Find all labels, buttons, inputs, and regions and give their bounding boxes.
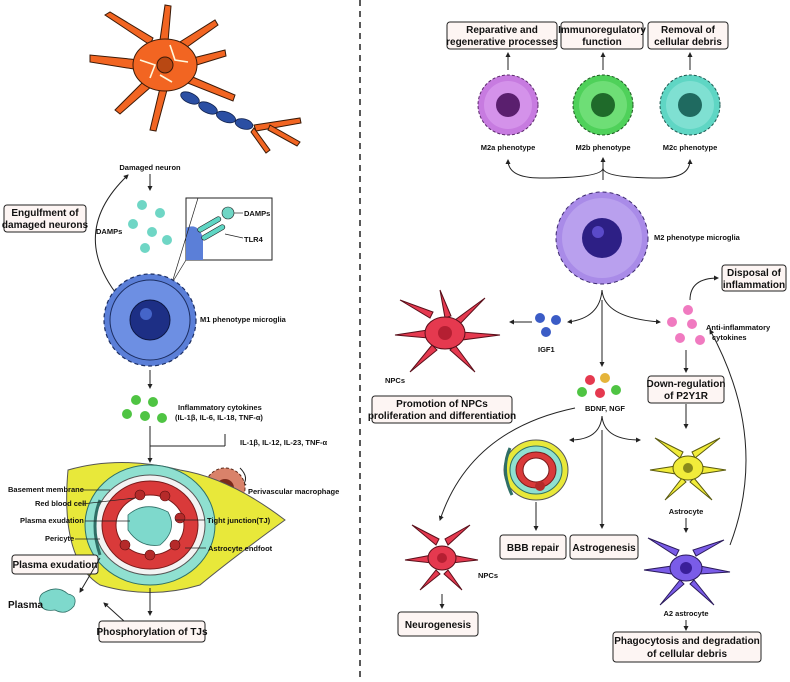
reparative-line2: regenerative processes bbox=[446, 37, 558, 48]
neurogenesis-box bbox=[397, 611, 479, 637]
bdnf-particle-icon bbox=[577, 387, 587, 397]
to-plasma-arrow bbox=[79, 557, 101, 593]
m2-microglia-icon bbox=[555, 191, 649, 285]
red-blood-cell-label: Red blood cell bbox=[35, 499, 86, 508]
astrocyte-label: Astrocyte bbox=[669, 507, 704, 516]
inflammatory-cytokines-icon bbox=[122, 395, 167, 423]
disposal-line2: inflammation bbox=[723, 280, 785, 291]
damps-particle-icon bbox=[221, 206, 235, 220]
promotion-line1: Promotion of NPCs bbox=[396, 399, 488, 410]
plasma-exudation-box bbox=[11, 554, 99, 575]
ngf-particle-icon bbox=[611, 385, 621, 395]
membrane-icon bbox=[186, 226, 203, 260]
phagocytosis-line2: of cellular debris bbox=[647, 649, 727, 660]
immuno-line1: Immunoregulatory bbox=[558, 25, 646, 36]
phagocytosis-box bbox=[612, 631, 762, 663]
bbb-repair-label: BBB repair bbox=[507, 543, 559, 554]
damaged-neuron-icon bbox=[89, 4, 302, 154]
m2b-microglia-icon bbox=[572, 74, 634, 136]
bbb-repair-box bbox=[499, 534, 567, 560]
damps-label: DAMPs bbox=[96, 227, 122, 236]
igf1-label: IGF1 bbox=[538, 345, 555, 354]
bbb-repair-vessel-icon bbox=[503, 439, 569, 501]
m1-microglia-icon bbox=[103, 273, 197, 367]
astrogenesis-label: Astrogenesis bbox=[572, 543, 636, 554]
npcs-bottom-icon bbox=[404, 524, 479, 591]
basement-membrane-label: Basement membrane bbox=[8, 485, 84, 494]
ngf-particle-icon bbox=[600, 373, 610, 383]
immunoregulatory-box bbox=[560, 21, 644, 50]
pericyte-label: Pericyte bbox=[45, 534, 74, 543]
bdnf-ngf-label: BDNF, NGF bbox=[585, 404, 625, 413]
anti-inflammatory-line1: Anti-inflammatory bbox=[706, 323, 771, 332]
m2b-label: M2b phenotype bbox=[575, 143, 630, 152]
removal-box bbox=[647, 21, 729, 50]
tight-junction-label: Tight junction(TJ) bbox=[207, 516, 271, 525]
inflammatory-line1: Inflammatory cytokines bbox=[178, 403, 262, 412]
downregulation-line2: of P2Y1R bbox=[664, 391, 709, 402]
a2-astrocyte-label: A2 astrocyte bbox=[663, 609, 708, 618]
il-list-label: IL-1β, IL-12, IL-23, TNF-α bbox=[240, 438, 328, 447]
astrogenesis-box bbox=[569, 534, 639, 560]
engulfment-line2: damaged neurons bbox=[2, 220, 89, 231]
inflammatory-line2: (IL-1β, IL-6, IL-18, TNF-α) bbox=[175, 413, 263, 422]
immuno-line2: function bbox=[582, 37, 621, 48]
a2-feedback-arrow bbox=[709, 329, 747, 546]
m2a-microglia-icon bbox=[477, 74, 539, 136]
downregulation-line1: Down-regulation bbox=[647, 379, 726, 390]
neurogenesis-label: Neurogenesis bbox=[405, 620, 472, 631]
inset-damps-label: DAMPs bbox=[244, 209, 270, 218]
damps-particles-icon bbox=[128, 200, 172, 253]
npcs-bottom-label: NPCs bbox=[478, 571, 498, 580]
m1-label: M1 phenotype microglia bbox=[200, 315, 287, 324]
m2c-label: M2c phenotype bbox=[663, 143, 718, 152]
m2-label: M2 phenotype microglia bbox=[654, 233, 741, 242]
astrocyte-endfoot-label: Astrocyte endfoot bbox=[208, 544, 273, 553]
promotion-box bbox=[371, 395, 513, 424]
bdnf-particle-icon bbox=[595, 388, 605, 398]
phosphorylation-box bbox=[98, 620, 206, 643]
m2a-label: M2a phenotype bbox=[481, 143, 536, 152]
reparative-line1: Reparative and bbox=[466, 25, 538, 36]
tlr4-receptor-icon bbox=[197, 216, 226, 241]
npcs-top-icon bbox=[394, 289, 501, 373]
npcs-top-label: NPCs bbox=[385, 376, 405, 385]
promotion-line2: proliferation and differentiation bbox=[368, 411, 516, 422]
phosphorylation-label: Phosphorylation of TJs bbox=[96, 627, 208, 638]
blood-brain-barrier-icon bbox=[66, 462, 286, 593]
damaged-neuron-label: Damaged neuron bbox=[119, 163, 181, 172]
engulfment-arrow bbox=[94, 174, 129, 293]
anti-inflammatory-cytokines-icon bbox=[667, 305, 705, 345]
plasma-icon bbox=[39, 588, 76, 613]
a2-astrocyte-icon bbox=[643, 537, 731, 606]
igf1-icon bbox=[535, 313, 561, 337]
plasma-exudation-box-label: Plasma exudation bbox=[12, 560, 97, 571]
bdnf-particle-icon bbox=[585, 375, 595, 385]
tlr4-label: TLR4 bbox=[244, 235, 264, 244]
anti-inflammatory-line2: cytokines bbox=[712, 333, 747, 342]
reparative-box bbox=[446, 21, 558, 50]
downregulation-box bbox=[647, 375, 725, 404]
disposal-line1: Disposal of bbox=[727, 268, 782, 279]
engulfment-line1: Engulfment of bbox=[11, 208, 79, 219]
removal-line1: Removal of bbox=[661, 25, 716, 36]
perivascular-label: Perivascular macrophage bbox=[248, 487, 339, 496]
astrocyte-icon bbox=[649, 437, 727, 501]
plasma-exudation-small-label: Plasma exudation bbox=[20, 516, 84, 525]
m2c-microglia-icon bbox=[659, 74, 721, 136]
phos-to-plasma-arrow bbox=[103, 602, 126, 623]
removal-line2: cellular debris bbox=[654, 37, 722, 48]
plasma-label: Plasma bbox=[8, 600, 43, 611]
phagocytosis-line1: Phagocytosis and degradation bbox=[614, 636, 760, 647]
disposal-box bbox=[721, 264, 787, 292]
engulfment-box bbox=[3, 204, 87, 233]
